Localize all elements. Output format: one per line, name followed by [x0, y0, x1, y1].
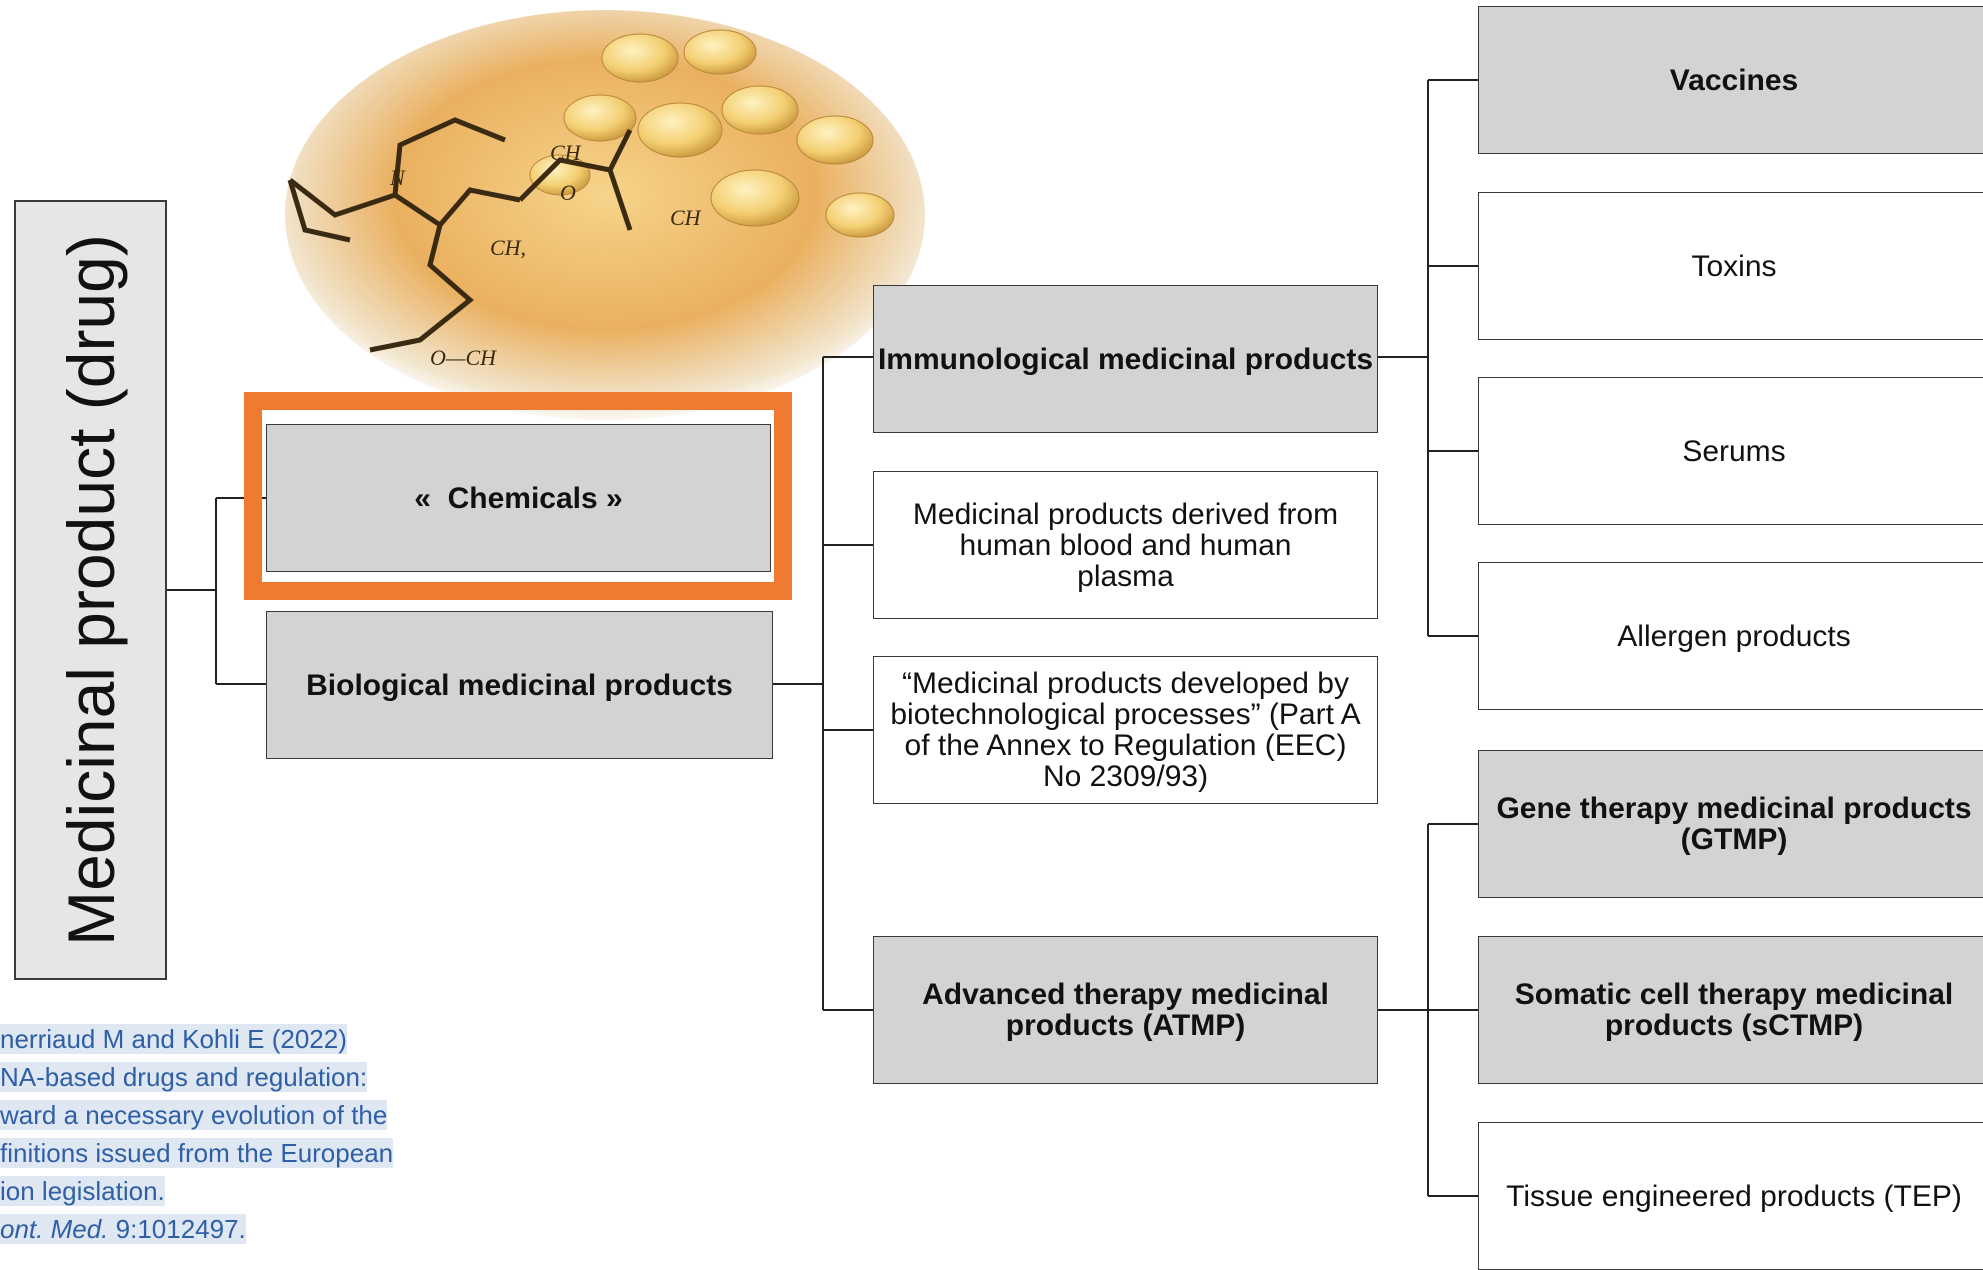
node-allergen: Allergen products — [1478, 562, 1983, 710]
citation-volume: 9:1012497. — [108, 1214, 246, 1244]
node-blood-plasma: Medicinal products derived from human bl… — [873, 471, 1378, 619]
node-atmp: Advanced therapy medicinal products (ATM… — [873, 936, 1378, 1084]
svg-text:N: N — [389, 165, 406, 190]
node-vaccines: Vaccines — [1478, 6, 1983, 154]
node-serums: Serums — [1478, 377, 1983, 525]
node-toxins: Toxins — [1478, 192, 1983, 340]
molecule-structure — [287, 117, 633, 353]
svg-text:CH: CH — [550, 140, 582, 165]
node-chemicals: « Chemicals » — [266, 424, 771, 572]
node-biological: Biological medicinal products — [266, 611, 773, 759]
pill-tablets — [529, 29, 895, 238]
citation-reference: nerriaud M and Kohli E (2022) NA-based d… — [0, 1020, 394, 1248]
root-label: Medicinal product (drug) — [53, 234, 128, 946]
node-biotech: “Medicinal products developed by biotech… — [873, 656, 1378, 804]
svg-text:CH,: CH, — [490, 235, 526, 260]
citation-line-2: NA-based drugs and regulation: — [0, 1062, 368, 1092]
chemicals-highlight-frame — [244, 392, 792, 600]
node-immunological: Immunological medicinal products — [873, 285, 1378, 433]
citation-line-3: ward a necessary evolution of the — [0, 1100, 388, 1130]
citation-line-1: nerriaud M and Kohli E (2022) — [0, 1024, 347, 1054]
svg-text:O—CH: O—CH — [430, 345, 497, 370]
node-sctmp: Somatic cell therapy medicinal products … — [1478, 936, 1983, 1084]
svg-text:CH: CH — [670, 205, 702, 230]
citation-line-5: ion legislation. — [0, 1176, 165, 1206]
svg-text:O: O — [560, 180, 576, 205]
node-gtmp: Gene therapy medicinal products (GTMP) — [1478, 750, 1983, 898]
node-tep: Tissue engineered products (TEP) — [1478, 1122, 1983, 1270]
citation-line-4: finitions issued from the European — [0, 1138, 394, 1168]
citation-journal: ont. Med. — [0, 1214, 109, 1244]
root-node-medicinal-product: Medicinal product (drug) — [14, 200, 167, 980]
